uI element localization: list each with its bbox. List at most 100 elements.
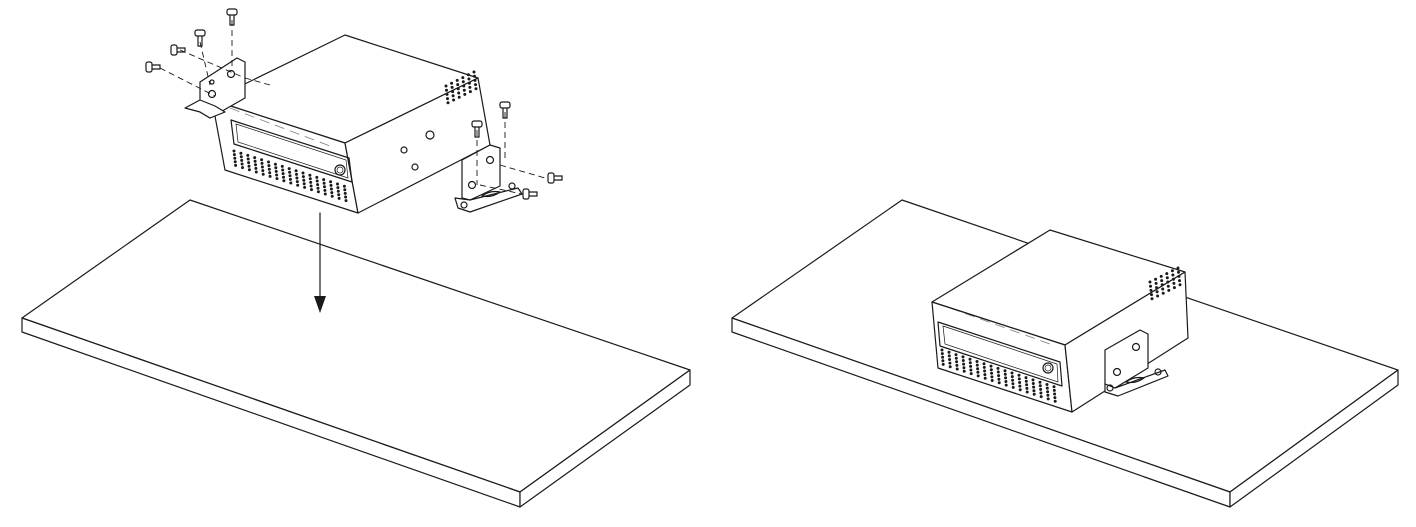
vent-hole bbox=[444, 84, 448, 88]
vent-hole bbox=[302, 182, 306, 186]
device-left bbox=[211, 34, 491, 214]
screw-icon bbox=[471, 120, 483, 138]
vent-hole bbox=[303, 185, 307, 189]
vent-hole bbox=[240, 158, 244, 162]
vent-hole bbox=[1004, 380, 1008, 383]
vent-hole bbox=[997, 374, 1001, 378]
vent-hole bbox=[294, 169, 298, 173]
vent-hole bbox=[989, 368, 993, 372]
vent-hole bbox=[941, 362, 945, 366]
vent-hole bbox=[955, 363, 959, 367]
vent-hole bbox=[1053, 396, 1057, 400]
vent-hole bbox=[1155, 290, 1159, 294]
vent-hole bbox=[969, 364, 973, 368]
vent-hole bbox=[997, 377, 1001, 381]
vent-hole bbox=[275, 177, 279, 181]
vent-hole bbox=[253, 156, 257, 160]
vent-hole bbox=[961, 355, 965, 359]
vent-hole bbox=[344, 195, 348, 199]
vent-hole bbox=[975, 363, 979, 367]
vent-hole bbox=[462, 88, 466, 92]
vent-hole bbox=[1018, 381, 1022, 384]
vent-hole bbox=[940, 348, 944, 352]
vent-hole bbox=[955, 360, 959, 364]
vent-hole bbox=[287, 167, 291, 171]
vent-hole bbox=[315, 175, 319, 179]
vent-hole bbox=[1039, 395, 1043, 399]
vent-hole bbox=[323, 192, 327, 196]
vent-hole bbox=[1154, 281, 1158, 285]
vent-hole bbox=[472, 70, 476, 74]
side-vents bbox=[444, 70, 478, 105]
vent-hole bbox=[1004, 376, 1008, 380]
vent-hole bbox=[976, 370, 980, 374]
vent-hole bbox=[239, 155, 243, 159]
vent-hole bbox=[983, 373, 987, 377]
vent-hole bbox=[975, 360, 979, 363]
connector-icon bbox=[411, 163, 419, 171]
vent-hole bbox=[275, 173, 279, 177]
vent-hole bbox=[240, 162, 244, 166]
vent-hole bbox=[1004, 383, 1008, 387]
screw-icon bbox=[522, 188, 538, 200]
screw-icon bbox=[170, 44, 186, 56]
vent-hole bbox=[1010, 371, 1014, 375]
vent-hole bbox=[1031, 382, 1035, 385]
vent-hole bbox=[1032, 389, 1036, 393]
vent-hole bbox=[1045, 386, 1049, 390]
vent-hole bbox=[962, 366, 966, 370]
vent-hole bbox=[1024, 379, 1028, 383]
vent-hole bbox=[274, 169, 278, 173]
vent-hole bbox=[282, 179, 286, 183]
vent-hole bbox=[281, 168, 285, 172]
vent-hole bbox=[1150, 293, 1153, 297]
vent-hole bbox=[308, 173, 312, 177]
vent-hole bbox=[1172, 286, 1176, 290]
vent-hole bbox=[1156, 294, 1160, 298]
vent-hole bbox=[274, 166, 278, 170]
vent-hole bbox=[968, 361, 972, 365]
vent-hole bbox=[1038, 380, 1042, 384]
vent-hole bbox=[260, 158, 264, 162]
vent-hole bbox=[254, 170, 258, 174]
vent-hole bbox=[457, 91, 461, 95]
vent-hole bbox=[968, 357, 972, 361]
vent-hole bbox=[1039, 391, 1043, 395]
vent-hole bbox=[450, 85, 454, 89]
vent-hole bbox=[254, 166, 258, 170]
vent-hole bbox=[1045, 383, 1049, 386]
vent-hole bbox=[446, 97, 449, 101]
power-button-icon bbox=[334, 164, 346, 176]
vent-hole bbox=[301, 175, 305, 179]
vent-hole bbox=[1003, 372, 1007, 376]
vent-hole bbox=[329, 183, 333, 187]
vent-hole bbox=[962, 362, 966, 366]
vent-hole bbox=[1149, 288, 1153, 292]
vent-hole bbox=[261, 169, 265, 173]
vent-hole bbox=[267, 160, 270, 164]
vent-hole bbox=[322, 178, 326, 182]
vent-hole bbox=[337, 196, 341, 200]
vent-hole bbox=[1170, 269, 1174, 273]
vent-hole bbox=[996, 370, 1000, 374]
vent-hole bbox=[1011, 385, 1015, 389]
screws bbox=[145, 8, 563, 200]
vent-hole bbox=[247, 168, 251, 172]
vent-hole bbox=[1160, 279, 1164, 283]
power-button-icon bbox=[1042, 362, 1054, 374]
vent-hole bbox=[337, 193, 341, 197]
vent-hole bbox=[1046, 390, 1050, 394]
vent-hole bbox=[260, 161, 264, 165]
vent-hole bbox=[323, 188, 327, 192]
vent-hole bbox=[1178, 279, 1181, 283]
vent-hole bbox=[976, 367, 980, 371]
vent-hole bbox=[343, 191, 347, 195]
vent-hole bbox=[457, 95, 461, 99]
vent-hole bbox=[282, 175, 285, 179]
vent-hole bbox=[1017, 373, 1021, 377]
vent-hole bbox=[1046, 393, 1050, 397]
vent-hole bbox=[1032, 392, 1036, 396]
vent-hole bbox=[1011, 382, 1015, 386]
screw-guide-lines bbox=[159, 20, 546, 195]
